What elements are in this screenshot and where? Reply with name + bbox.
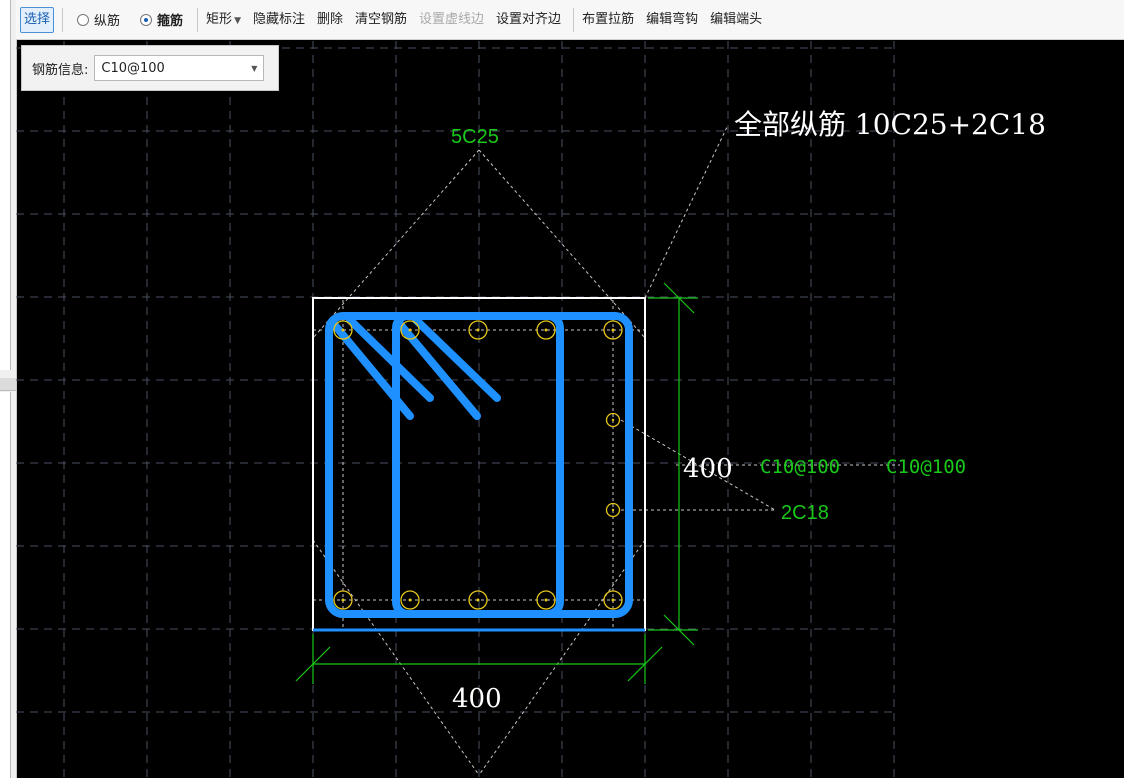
radio-unchecked-icon: [77, 13, 90, 26]
select-button[interactable]: 选择: [20, 6, 55, 33]
top-bars-annotation[interactable]: 5C25: [451, 126, 499, 148]
left-panel-lower: [0, 392, 11, 778]
toolbar-separator: [573, 7, 575, 32]
rebar-info-label: 钢筋信息:: [32, 62, 89, 78]
rebar-center-dot: [341, 328, 345, 332]
rebar-center-dot: [341, 598, 345, 602]
rebar-center-dot: [611, 328, 615, 332]
rebar-center-dot: [611, 598, 615, 602]
rebar-circle-small: [605, 412, 621, 428]
stirrup-annotation-b[interactable]: C10@100: [886, 456, 966, 478]
set-align-edge-button[interactable]: 设置对齐边: [496, 11, 562, 27]
rebar-center-dot: [544, 598, 548, 602]
stirrup-radio-label: 箍筋: [157, 14, 184, 29]
rebar-center-dot: [476, 328, 480, 332]
rebar-circle: [400, 320, 420, 340]
width-dimension-label[interactable]: 400: [452, 684, 502, 714]
rebar-circle: [603, 590, 623, 610]
dimension-lines: [295, 282, 698, 684]
grid: [16, 41, 895, 778]
left-panel-upper: [0, 0, 11, 370]
rebar-circle: [333, 320, 353, 340]
rebar-center-dot: [611, 418, 615, 422]
toolbar: 选择 纵筋 箍筋 矩形▼ 隐藏标注 删除 清空钢筋 设置虚线边 设置对齐边 布置…: [16, 0, 1124, 40]
chevron-down-icon: ▼: [234, 15, 241, 26]
delete-button[interactable]: 删除: [317, 11, 344, 27]
rebar-info-panel: 钢筋信息: C10@100 ▼: [21, 45, 279, 91]
rect-dropdown-button[interactable]: 矩形▼: [202, 8, 245, 32]
stirrup-radio[interactable]: 箍筋: [140, 10, 183, 29]
set-dashed-edge-button[interactable]: 设置虚线边: [419, 11, 485, 27]
height-dimension-label[interactable]: 400: [683, 454, 733, 484]
hide-annotation-button[interactable]: 隐藏标注: [252, 11, 305, 27]
leader-lines: [312, 124, 900, 776]
rebar-circle: [400, 590, 420, 610]
rebar-circle-small: [605, 502, 621, 518]
all-longitudinal-annotation[interactable]: 全部纵筋 10C25+2C18: [734, 108, 1046, 141]
left-panel-splitter[interactable]: [0, 378, 16, 391]
clear-rebar-button[interactable]: 清空钢筋: [355, 11, 408, 27]
edit-hook-button[interactable]: 编辑弯钩: [646, 11, 699, 27]
rebar-center-dot: [408, 328, 412, 332]
rebar-circle: [468, 320, 488, 340]
radio-checked-icon: [140, 13, 153, 26]
inner-stirrup: [392, 312, 564, 618]
longitudinal-radio[interactable]: 纵筋: [77, 10, 120, 29]
rebar-circle: [603, 320, 623, 340]
rebar-center-dot: [611, 508, 615, 512]
rebar-circle: [536, 320, 556, 340]
place-tie-button[interactable]: 布置拉筋: [582, 11, 635, 27]
rebar-center-dot: [476, 598, 480, 602]
stirrup-hook: [346, 316, 434, 402]
rect-dropdown-label: 矩形: [206, 11, 233, 27]
rebar-circle: [468, 590, 488, 610]
rebar-info-value: C10@100: [101, 60, 165, 76]
side-bars-annotation[interactable]: 2C18: [781, 502, 829, 524]
toolbar-separator: [62, 7, 64, 32]
drawing-canvas[interactable]: 全部纵筋 10C25+2C18 5C25 400 C10@100 C10@100…: [16, 41, 1124, 778]
longitudinal-radio-label: 纵筋: [94, 14, 121, 29]
rebar-circle: [333, 590, 353, 610]
stirrup-annotation-a[interactable]: C10@100: [760, 456, 840, 478]
rebar-circle: [536, 590, 556, 610]
rebar-center-dot: [544, 328, 548, 332]
stirrup-hook: [412, 316, 501, 402]
left-panel-strip: [0, 0, 17, 778]
toolbar-separator: [197, 7, 199, 32]
rebars[interactable]: [333, 320, 623, 610]
chevron-down-icon: ▼: [251, 63, 258, 73]
rebar-info-select[interactable]: C10@100 ▼: [94, 55, 265, 81]
rebar-center-dot: [408, 598, 412, 602]
edit-end-button[interactable]: 编辑端头: [710, 11, 763, 27]
